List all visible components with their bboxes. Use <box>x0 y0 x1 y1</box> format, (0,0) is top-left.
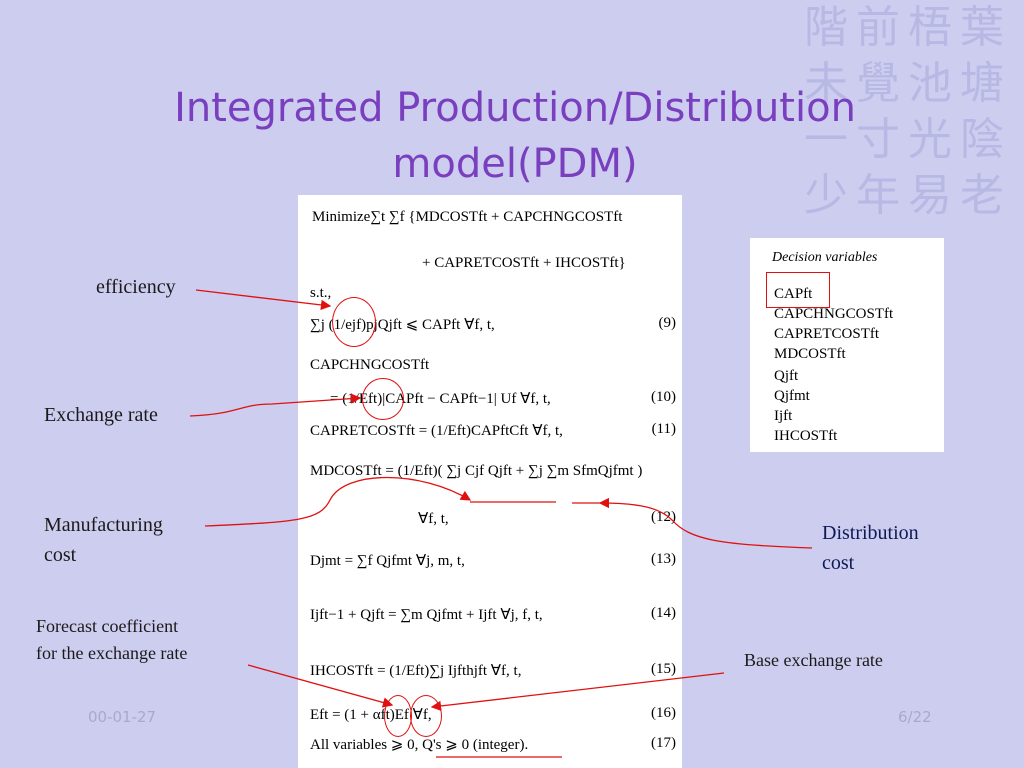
decision-variable-item: CAPCHNGCOSTft <box>774 306 894 322</box>
constraint-12-main: MDCOSTft = (1/Eft)( ∑j Cjf Qjft + ∑j ∑m … <box>310 463 643 479</box>
constraint-14: Ijft−1 + Qjft = ∑m Qjfmt + Ijft ∀j, f, t… <box>310 607 543 623</box>
annotation-manufacturing-line-1: Manufacturing <box>44 514 163 536</box>
annotation-manufacturing-cost: Manufacturing cost <box>44 510 163 570</box>
decision-variable-item: Qjfmt <box>774 388 810 404</box>
constraint-10-lhs: CAPCHNGCOSTft <box>310 357 430 373</box>
annotation-exchange-rate: Exchange rate <box>44 404 158 426</box>
eq-number-9: (9) <box>658 315 677 331</box>
cap-highlight-box <box>766 272 830 308</box>
decision-variable-item: IHCOSTft <box>774 428 838 444</box>
constraint-11: CAPRETCOSTft = (1/Eft)CAPftCft ∀f, t, <box>310 423 563 439</box>
annotation-forecast-line-2: for the exchange rate <box>36 643 188 663</box>
annotation-distribution-line-2: cost <box>822 552 855 574</box>
footer-date: 00-01-27 <box>88 708 157 726</box>
eq-number-15: (15) <box>651 661 676 677</box>
decision-variables-panel: Decision variables CAPft CAPCHNGCOSTft C… <box>750 238 944 452</box>
watermark-line: 一寸光陰 <box>804 114 1012 165</box>
base-rate-highlight-circle <box>410 695 442 737</box>
decision-variable-item: Ijft <box>774 408 793 424</box>
decision-variable-item: Qjft <box>774 368 799 384</box>
annotation-manufacturing-line-2: cost <box>44 544 77 566</box>
watermark-line: 少年易老 <box>804 170 1012 221</box>
watermark-line: 未覺池塘 <box>804 58 1012 109</box>
manufacturing-cost-arrow <box>204 476 472 527</box>
background-watermark: 階前梧葉 未覺池塘 一寸光陰 少年易老 <box>752 0 1012 320</box>
objective-line-2: + CAPRETCOSTft + IHCOSTft} <box>422 255 626 271</box>
eq-number-16: (16) <box>651 705 676 721</box>
title-line-2: model(PDM) <box>392 141 638 187</box>
annotation-efficiency: efficiency <box>96 276 176 298</box>
annotation-forecast-line-1: Forecast coefficient <box>36 616 179 636</box>
decision-variable-item: CAPft <box>774 286 813 302</box>
objective-line-1: Minimize∑t ∑f {MDCOSTft + CAPCHNGCOSTft <box>312 209 623 225</box>
distribution-cost-arrow <box>598 497 813 549</box>
page-number: 6/22 <box>898 708 932 726</box>
forecast-arrow <box>247 664 394 708</box>
decision-variables-heading: Decision variables <box>772 250 878 265</box>
annotation-distribution-line-1: Distribution <box>822 522 919 544</box>
decision-variable-item: MDCOSTft <box>774 346 846 362</box>
base-rate-arrow <box>430 672 725 712</box>
constraint-12-forall: ∀f, t, <box>418 511 449 527</box>
constraint-13: Djmt = ∑f Qjfmt ∀j, m, t, <box>310 553 465 569</box>
subject-to-label: s.t., <box>310 285 332 301</box>
exchange-rate-highlight-circle <box>362 378 404 420</box>
annotation-distribution-cost: Distribution cost <box>822 518 919 578</box>
eq-number-13: (13) <box>651 551 676 567</box>
slide-title: Integrated Production/Distribution model… <box>100 80 930 192</box>
eq-number-10: (10) <box>651 389 676 405</box>
eq-number-14: (14) <box>651 605 676 621</box>
equations-panel: Minimize∑t ∑f {MDCOSTft + CAPCHNGCOSTft … <box>298 195 682 768</box>
exchange-rate-arrow <box>189 393 362 417</box>
constraint-15: IHCOSTft = (1/Eft)∑j Ijfthjft ∀f, t, <box>310 663 522 679</box>
title-line-1: Integrated Production/Distribution <box>174 85 856 131</box>
decision-variable-item: CAPRETCOSTft <box>774 326 880 342</box>
eq-number-11: (11) <box>651 421 676 437</box>
efficiency-highlight-circle <box>332 297 376 347</box>
eq-number-12: (12) <box>651 509 676 525</box>
annotation-base-exchange-rate: Base exchange rate <box>744 650 883 670</box>
watermark-line: 階前梧葉 <box>804 2 1012 53</box>
efficiency-arrow <box>195 289 332 311</box>
constraint-17: All variables ⩾ 0, Q's ⩾ 0 (integer). <box>310 737 529 753</box>
eq-number-17: (17) <box>651 735 676 751</box>
annotation-forecast-coefficient: Forecast coefficient for the exchange ra… <box>36 613 187 667</box>
